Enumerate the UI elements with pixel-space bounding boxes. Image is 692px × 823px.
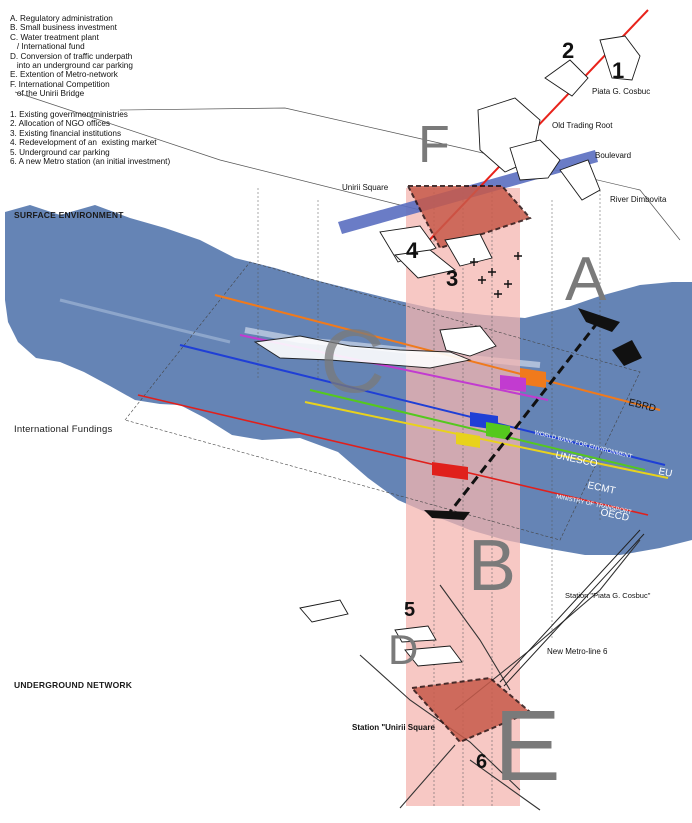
number-2: 2 <box>562 38 574 63</box>
legend-item-c: C. Water treatment plant <box>10 32 99 42</box>
funding-line-oecd <box>137 394 649 516</box>
label-unirii-square: Unirii Square <box>342 183 389 192</box>
section-fundings: International Fundings <box>14 424 113 435</box>
letter-d: D <box>388 626 418 673</box>
number-5: 5 <box>404 599 415 621</box>
institution-markers <box>470 252 522 298</box>
arrow-head-b <box>424 510 470 520</box>
label-metro-line: New Metro-line 6 <box>547 647 608 656</box>
letter-e: E <box>494 690 561 802</box>
arrow-wing <box>612 340 642 366</box>
label-piata-cosbuc: Piata G. Cosbuc <box>592 87 650 96</box>
legend-item-a: A. Regulatory administration <box>10 14 113 23</box>
letter-f: F <box>418 116 450 174</box>
project-arrow <box>448 321 600 513</box>
section-surface: SURFACE ENVIRONMENT <box>14 210 124 220</box>
legend-item-6: 6. A new Metro station (an initial inves… <box>10 157 171 167</box>
underground-structures <box>299 599 463 667</box>
number-4: 4 <box>406 238 419 263</box>
legend-item-1: 1. Existing governmentministries <box>10 110 128 119</box>
metro-line-6-b <box>503 533 645 687</box>
buildings-north <box>379 35 641 279</box>
buildings-mid <box>253 325 497 369</box>
legend-item-c-cont: / International fund <box>10 42 85 52</box>
funding-line-eu <box>304 401 669 479</box>
funding-line-unesco <box>309 389 646 471</box>
number-3: 3 <box>446 266 458 291</box>
institution-legend: 1. Existing governmentministries 2. Allo… <box>10 110 170 166</box>
legend-item-b: B. Small business investment <box>10 23 117 33</box>
label-station-cosbuc: Station "Piata G. Cosbuc" <box>565 591 651 600</box>
river-shape <box>5 205 692 555</box>
label-river: River Dimbovita <box>610 195 667 204</box>
section-underground: UNDERGROUND NETWORK <box>14 680 133 690</box>
letter-c: C <box>320 312 385 412</box>
plaza-unirii <box>406 185 532 250</box>
metro-line-6 <box>499 529 641 683</box>
funding-block-oecd <box>432 462 468 480</box>
letter-a: A <box>565 245 607 314</box>
legend-item-3: 3. Existing financial institutions <box>10 128 122 138</box>
legend-item-d: D. Conversion of traffic underpath <box>10 51 133 61</box>
number-6: 6 <box>476 751 487 773</box>
river-channel-2 <box>59 298 231 344</box>
funding-plane-outline <box>124 261 641 541</box>
legend-item-f: F. International Competition <box>10 79 110 89</box>
arrow-head-a <box>578 308 620 332</box>
legend-item-e: E. Extention of Metro-network <box>10 70 118 80</box>
label-station-unirii: Station "Unirii Square <box>352 723 435 732</box>
funding-block-unesco <box>486 422 510 440</box>
number-1: 1 <box>612 58 624 83</box>
funding-block-magenta <box>500 375 526 392</box>
label-old-trading-root: Old Trading Root <box>552 121 613 130</box>
legend-item-2: 2. Allocation of NGO offices <box>10 119 110 129</box>
legend-item-5: 5. Underground car parking <box>10 147 110 157</box>
plaza-station-unirii <box>409 676 532 744</box>
legend-item-4: 4. Redevelopment of an existing market <box>10 138 157 148</box>
letter-b: B <box>468 526 516 606</box>
project-legend: A. Regulatory administration B. Small bu… <box>10 14 133 99</box>
label-eu: EU <box>657 466 673 480</box>
legend-item-d-cont: into an underground car parking <box>10 61 133 71</box>
funding-line-world-bank <box>179 344 666 466</box>
funding-block-eu <box>456 432 480 448</box>
label-boulevard: Boulevard <box>595 151 631 160</box>
surface-plane-edge <box>14 91 421 211</box>
surface-plane-outline <box>119 107 681 241</box>
funding-block-ebrd <box>520 368 546 388</box>
